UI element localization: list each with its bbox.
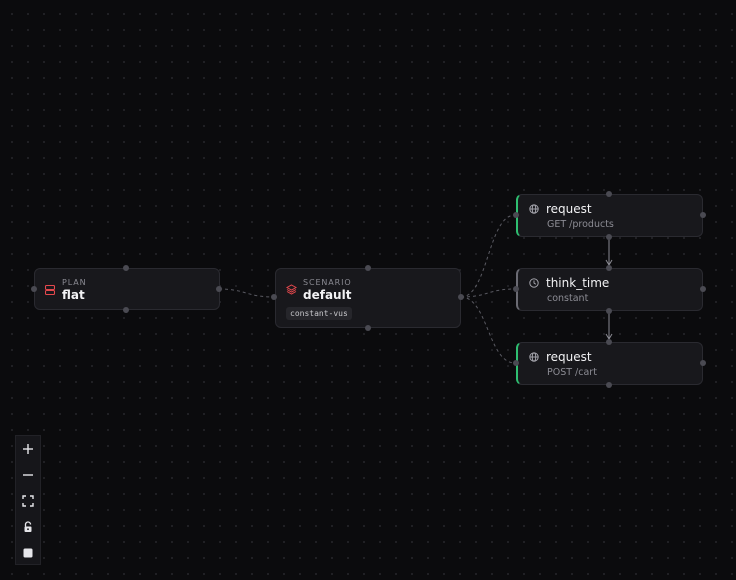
step-node-request-1[interactable]: request GET /products [516,194,703,237]
step3-handle-top[interactable] [606,339,612,345]
plan-handle-bottom[interactable] [123,307,129,313]
plan-title: flat [62,288,85,302]
step1-handle-right[interactable] [700,212,706,218]
step-node-request-2[interactable]: request POST /cart [516,342,703,385]
step2-handle-bottom[interactable] [606,308,612,314]
step-title: request [546,202,592,216]
edge-scenario-step3 [460,296,516,364]
scenario-handle-right[interactable] [458,294,464,300]
edge-scenario-step2 [460,288,516,298]
step3-handle-right[interactable] [700,360,706,366]
step-subtitle: POST /cart [547,367,597,378]
scenario-handle-bottom[interactable] [365,325,371,331]
step-subtitle: GET /products [547,219,614,230]
square-icon [23,548,33,558]
plan-handle-top[interactable] [123,265,129,271]
fit-view-icon [22,495,34,507]
edge-scenario-step1 [460,214,516,298]
toggle-minimap-button[interactable] [16,540,40,566]
plan-node[interactable]: PLAN flat [34,268,220,310]
lock-icon [24,521,32,532]
lock-button[interactable] [16,514,40,540]
clock-icon [529,278,539,288]
database-icon [45,285,55,295]
flow-controls [15,435,41,565]
zoom-in-button[interactable] [16,436,40,462]
step-title: request [546,350,592,364]
scenario-handle-top[interactable] [365,265,371,271]
scenario-executor-tag: constant-vus [286,307,352,320]
scenario-node[interactable]: SCENARIO default constant-vus [275,268,461,328]
plan-handle-left[interactable] [31,286,37,292]
step3-handle-left[interactable] [513,360,519,366]
scenario-handle-left[interactable] [271,294,277,300]
globe-icon [529,204,539,214]
scenario-kind-label: SCENARIO [303,278,352,287]
step-subtitle: constant [547,293,589,304]
step2-handle-left[interactable] [513,286,519,292]
scenario-title: default [303,288,352,302]
plan-kind-label: PLAN [62,278,87,287]
step-title: think_time [546,276,610,290]
edge-plan-scenario [218,288,275,298]
step-node-think-time[interactable]: think_time constant [516,268,703,311]
layers-icon [286,284,297,295]
step3-handle-bottom[interactable] [606,382,612,388]
step1-handle-left[interactable] [513,212,519,218]
step2-handle-top[interactable] [606,265,612,271]
globe-icon [529,352,539,362]
step2-handle-right[interactable] [700,286,706,292]
step1-handle-top[interactable] [606,191,612,197]
zoom-out-button[interactable] [16,462,40,488]
zoom-out-icon [23,474,33,476]
zoom-in-icon [23,444,33,454]
plan-handle-right[interactable] [216,286,222,292]
fit-view-button[interactable] [16,488,40,514]
step1-handle-bottom[interactable] [606,234,612,240]
